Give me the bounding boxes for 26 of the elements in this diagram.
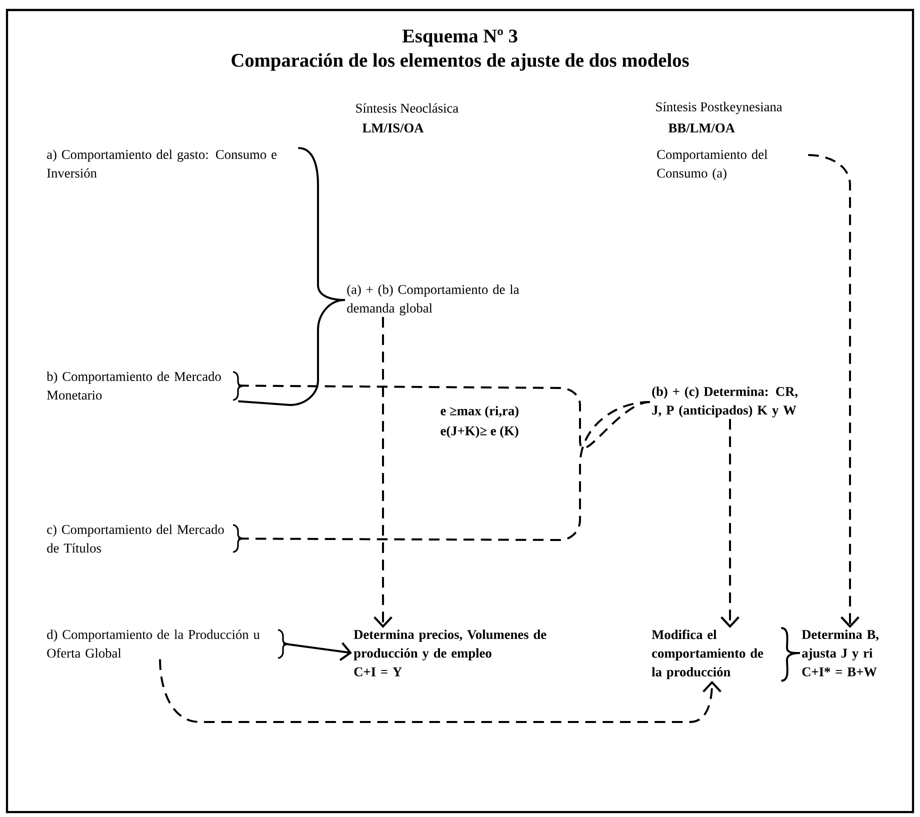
concept-text: d) Comportamiento de la Producción u Oferta Global xyxy=(47,630,260,658)
condition-text: e(J+K)≥ e (K) xyxy=(440,426,518,438)
concept-text: (b) + (c) Determina: CR, J, P (anticipados) K y W xyxy=(652,386,798,418)
arrow xyxy=(374,317,392,628)
brace-connector xyxy=(781,627,801,682)
concept-text: a) Comportamiento del gasto: Consumo e Inversión xyxy=(47,150,276,178)
subtitle: Comparación de los elementos de ajuste de dos modelos xyxy=(232,53,689,71)
column-header: BB/LM/OA xyxy=(668,124,735,132)
concept-text: b) Comportamiento de Mercado Monetario xyxy=(46,372,221,400)
concept-text: (a) + (b) Comportamiento de la demanda global xyxy=(347,284,520,316)
arrow xyxy=(283,642,352,661)
column-header: LM/IS/OA xyxy=(362,124,424,132)
concept-text: Determina precios, Volumenes de producción y de empleo C+I = Y xyxy=(354,630,546,676)
concept-text: Comportamiento del Consumo (a) xyxy=(657,150,768,180)
brace-connector xyxy=(238,299,346,406)
arrow xyxy=(159,659,722,723)
concept-text: Determina B, ajusta J y ri C+I* = B+W xyxy=(802,630,878,676)
column-header: Síntesis Neoclásica xyxy=(356,103,458,113)
arrow xyxy=(808,154,860,628)
arrow xyxy=(720,419,740,628)
column-header: Síntesis Postkeynesiana xyxy=(656,102,782,114)
concept-text: c) Comportamiento del Mercado de Títulos xyxy=(47,524,224,553)
title: Esquema Nº 3 xyxy=(402,30,518,46)
condition-text: e ≥max (ri,ra) xyxy=(440,406,518,418)
dashed-connector xyxy=(238,401,650,541)
concept-text: Modifica el comportamiento de la producción xyxy=(652,630,764,680)
